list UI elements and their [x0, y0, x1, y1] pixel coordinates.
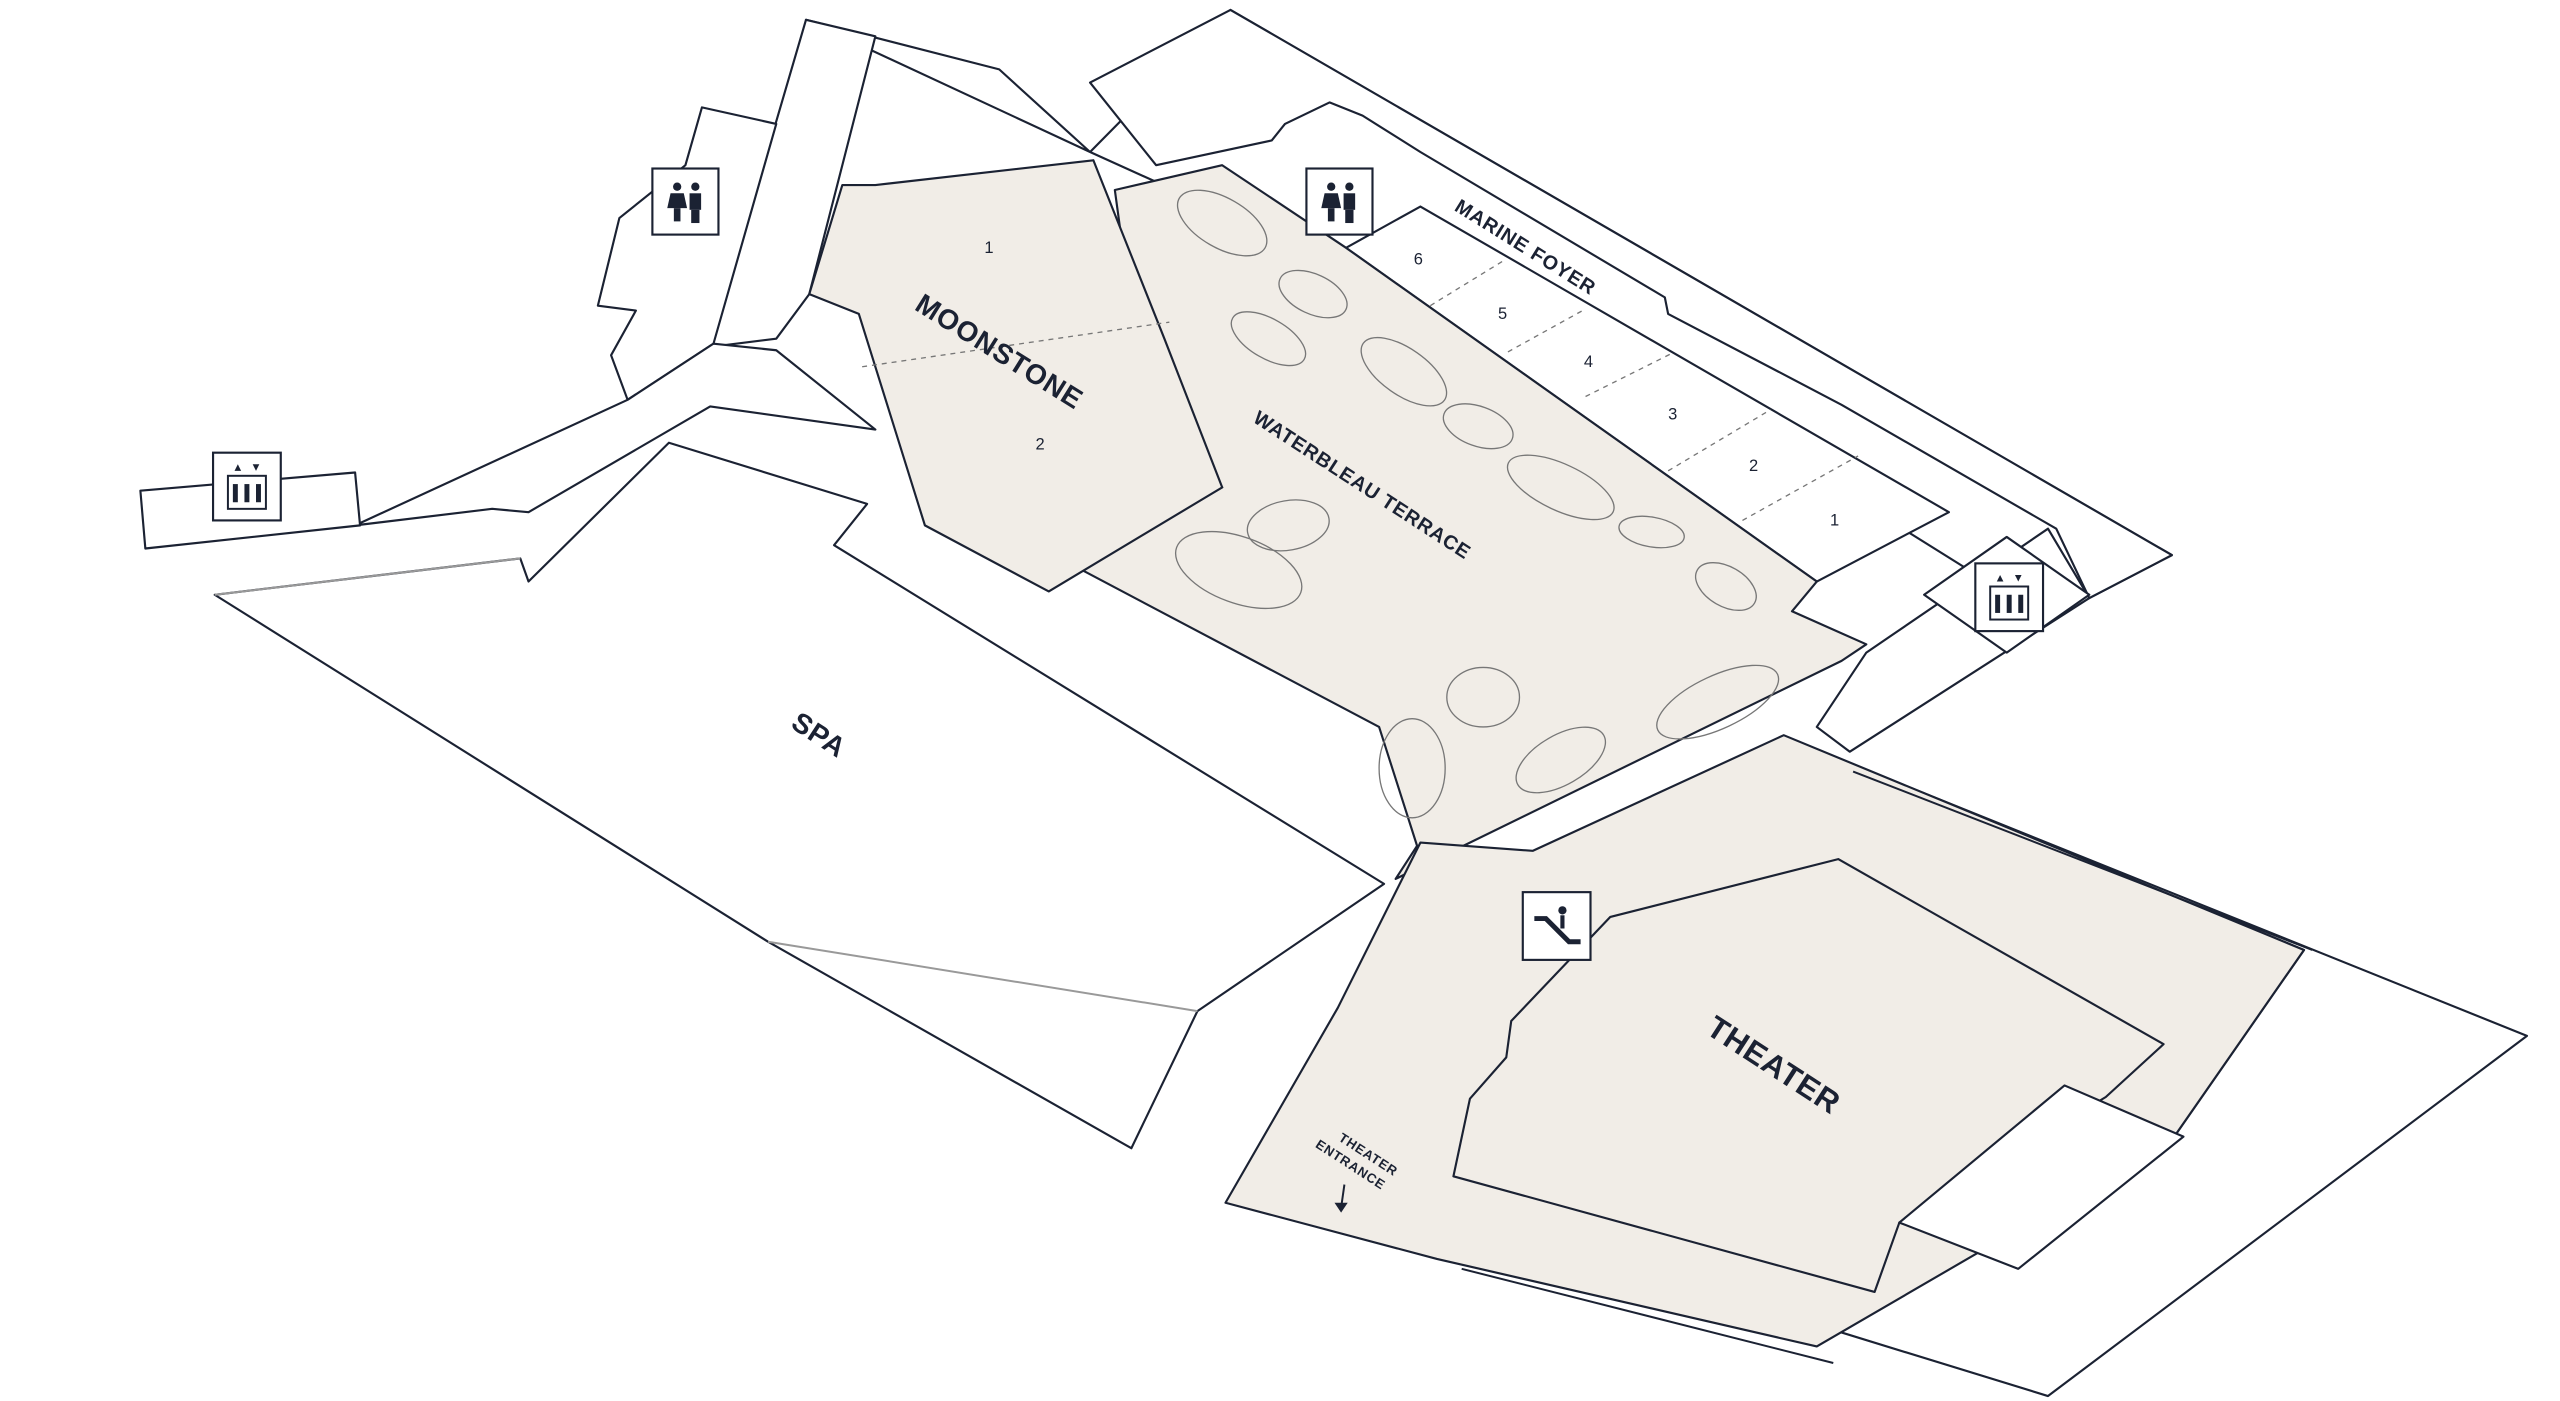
spa-area: [213, 441, 1386, 1150]
moonstone-section-2: 2: [1036, 435, 1045, 453]
west-passage: [354, 342, 877, 527]
moonstone-ballroom[interactable]: [808, 159, 1224, 593]
entrance-arrow-icon: [1334, 1184, 1348, 1213]
marine-foyer-dividers: [1429, 260, 1859, 521]
foyer-section-4: 4: [1584, 353, 1593, 371]
moonstone-divider: [862, 321, 1170, 368]
theater-entrance-wall: [1461, 1267, 1834, 1364]
east-building: [1088, 8, 2173, 600]
foyer-section-3: 3: [1668, 406, 1677, 424]
foyer-section-2: 2: [1749, 457, 1758, 475]
terrace-planters: [1174, 189, 1780, 819]
exterior-edge: [767, 940, 1198, 1013]
elevator-icon[interactable]: [1974, 562, 2045, 633]
escalator-icon[interactable]: [1521, 891, 1592, 961]
theater-glass-wall: [1852, 770, 2313, 951]
theater-hall[interactable]: [1452, 858, 2165, 1294]
elevator-icon[interactable]: [211, 451, 282, 522]
foyer-section-1: 1: [1830, 511, 1839, 529]
restroom-icon[interactable]: [651, 167, 720, 236]
foyer-section-5: 5: [1498, 305, 1507, 323]
exterior-edge: [214, 557, 521, 596]
foyer-section-6: 6: [1414, 250, 1423, 268]
theater-stage: [1898, 1084, 2185, 1270]
restroom-icon[interactable]: [1305, 167, 1374, 236]
moonstone-section-1: 1: [984, 239, 993, 257]
